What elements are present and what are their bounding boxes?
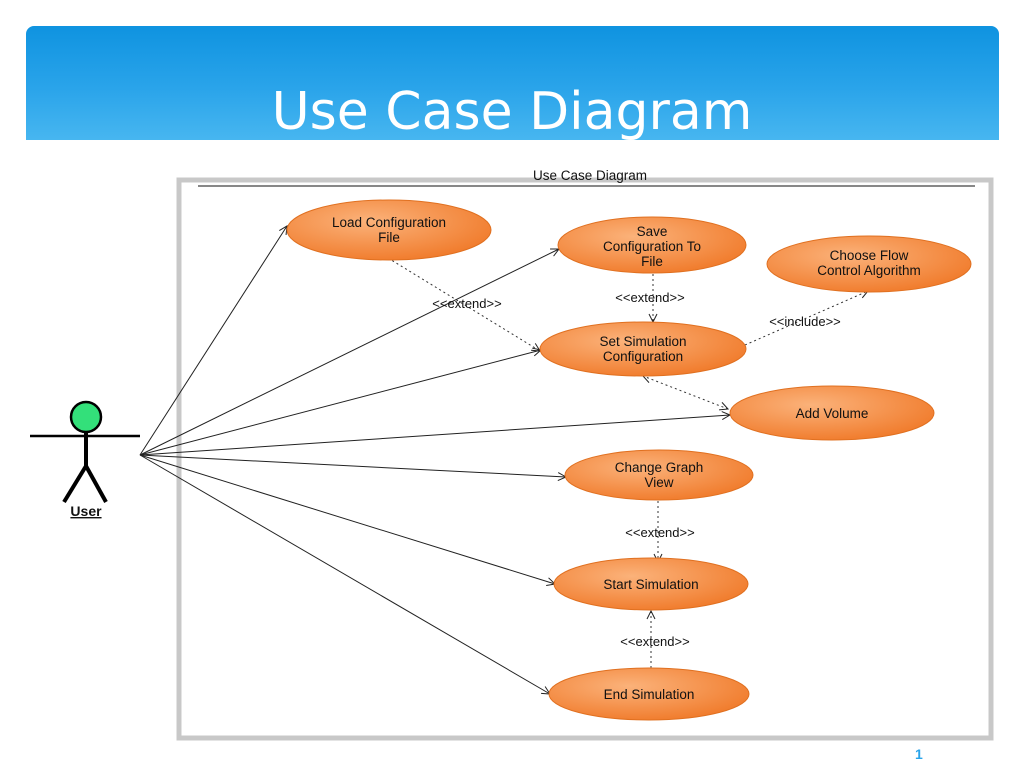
use-case-ellipse	[729, 385, 935, 441]
use-case-change-graph-view: Change Graph View	[564, 449, 754, 501]
use-case-add-volume: Add Volume	[729, 385, 935, 441]
relation-label: <<extend>>	[620, 634, 689, 649]
relation-line-add-volume-to-set-sim	[643, 376, 728, 409]
use-case-label-line: Configuration To	[603, 239, 701, 254]
use-case-ellipse	[286, 199, 492, 261]
relation-lines	[387, 257, 868, 668]
actor-left-leg	[62, 464, 88, 504]
use-case-label-line: Start Simulation	[603, 577, 698, 592]
association-line-set-sim	[139, 350, 541, 456]
association-line-change-graph	[139, 454, 566, 477]
slide-title: Use Case Diagram	[271, 82, 753, 142]
association-line-load-config	[139, 226, 287, 456]
relation-label: <<extend>>	[625, 525, 694, 540]
actor-label: User	[70, 503, 102, 519]
frame-title: Use Case Diagram	[533, 168, 647, 183]
use-case-ellipse	[553, 557, 749, 611]
use-case-label-line: Choose Flow	[830, 248, 909, 263]
use-case-ellipse	[766, 235, 972, 293]
use-case-load-configuration: Load Configuration File	[286, 199, 492, 261]
association-line-start-sim	[139, 454, 555, 584]
actor-head	[69, 400, 103, 434]
association-line-add-volume	[139, 415, 730, 456]
use-case-start-simulation: Start Simulation	[553, 557, 749, 611]
use-case-label-line: Save	[637, 224, 668, 239]
use-case-label-line: Add Volume	[796, 406, 869, 421]
use-case-label-line: Control Algorithm	[817, 263, 921, 278]
association-lines	[139, 226, 730, 694]
use-case-ellipse	[539, 321, 747, 377]
use-case-ellipse	[548, 667, 750, 721]
relation-label: <<include>>	[769, 314, 841, 329]
use-case-save-configuration: Save Configuration To File	[557, 216, 747, 274]
relation-label: <<extend>>	[432, 296, 501, 311]
relation-label: <<extend>>	[615, 290, 684, 305]
actor-right-leg	[84, 465, 108, 503]
use-case-ellipse	[557, 216, 747, 274]
page-number: 1	[915, 746, 923, 762]
association-line-save-config	[139, 249, 559, 456]
actor-user: User	[30, 400, 140, 519]
use-case-choose-flow-control: Choose Flow Control Algorithm	[766, 235, 972, 293]
use-case-end-simulation: End Simulation	[548, 667, 750, 721]
use-case-set-simulation-configuration: Set Simulation Configuration	[539, 321, 747, 377]
use-case-label-line: Change Graph	[615, 460, 704, 475]
use-case-label-line: Configuration	[603, 349, 683, 364]
use-case-label-line: Load Configuration	[332, 215, 446, 230]
association-line-end-sim	[139, 454, 550, 694]
use-case-label-line: File	[378, 230, 400, 245]
slide-header-band	[26, 26, 999, 140]
use-case-ellipse	[564, 449, 754, 501]
relation-line-set-sim-to-choose-flow	[744, 291, 868, 346]
use-case-label-line: End Simulation	[604, 687, 695, 702]
use-case-label-line: View	[644, 475, 673, 490]
use-case-label-line: File	[641, 254, 663, 269]
use-case-label-line: Set Simulation	[599, 334, 686, 349]
